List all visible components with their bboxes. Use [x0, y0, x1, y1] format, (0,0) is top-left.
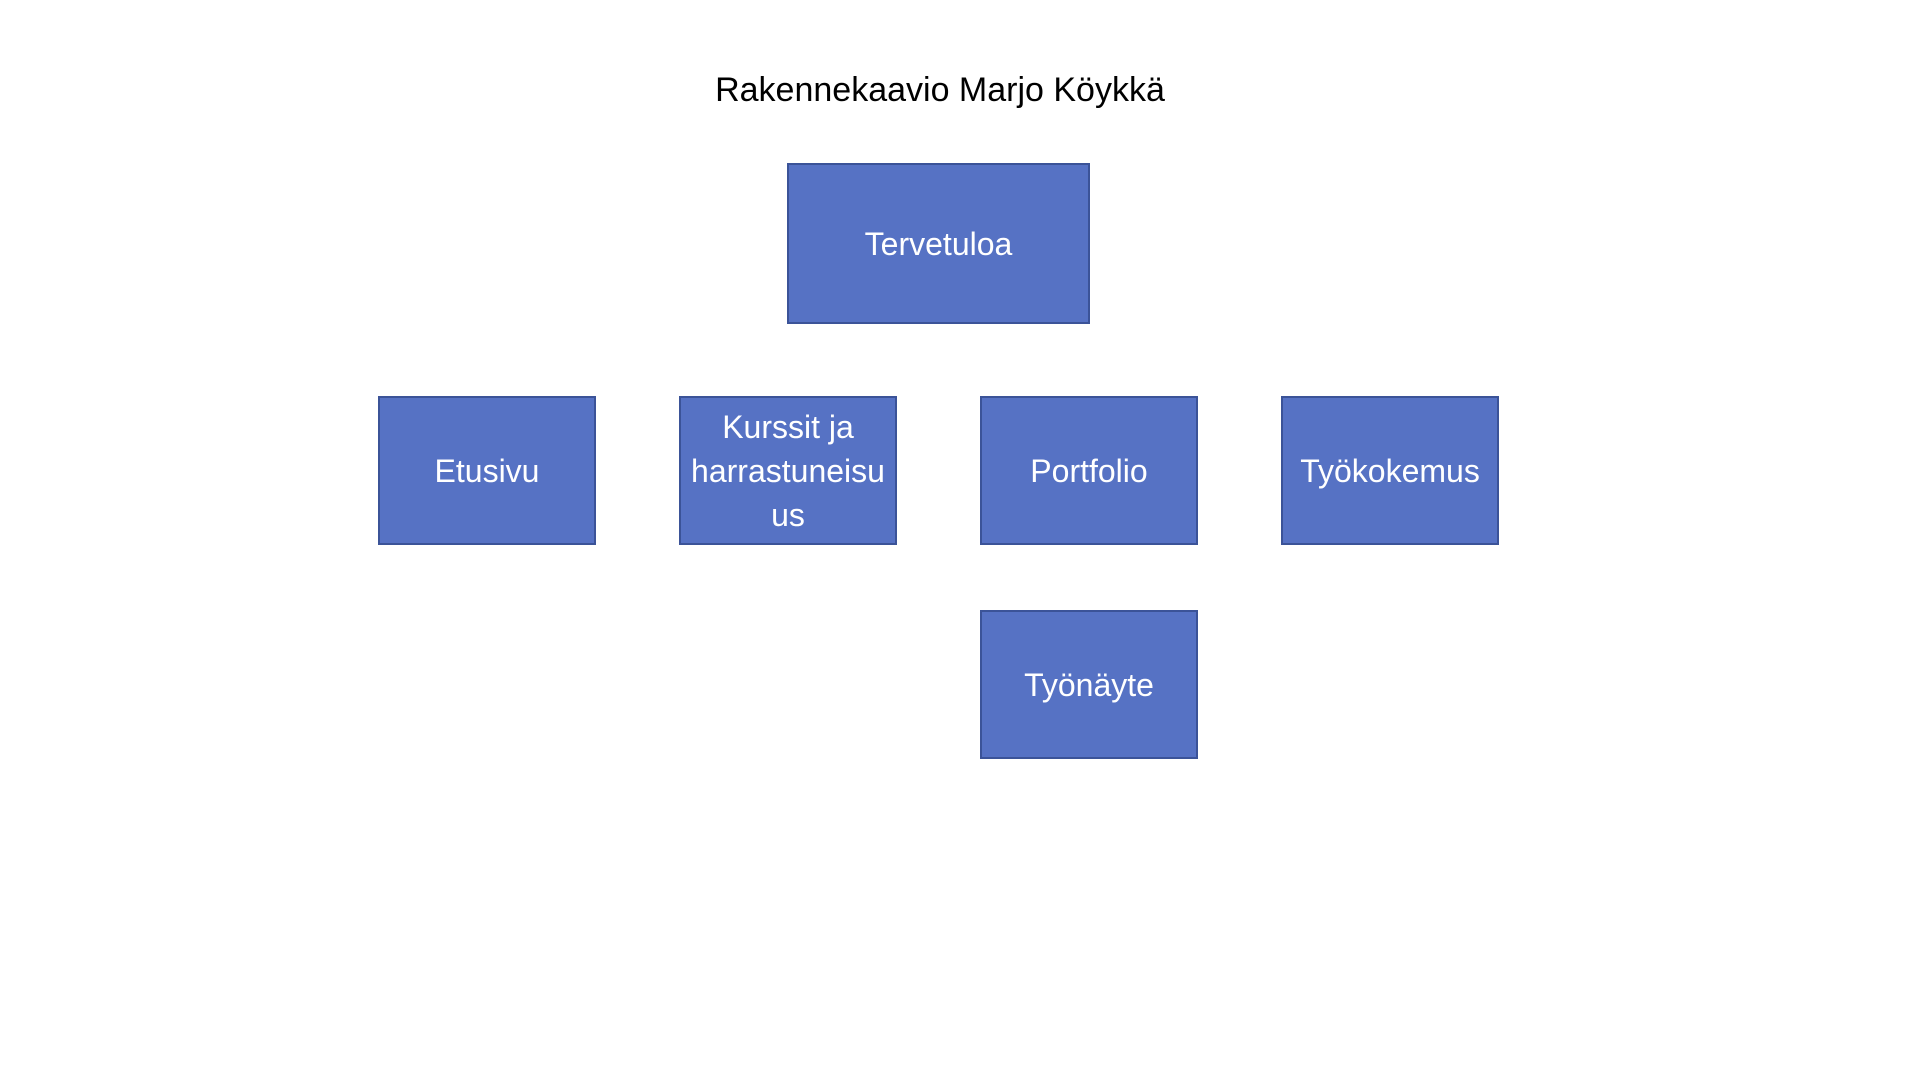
diagram-title: Rakennekaavio Marjo Köykkä [715, 71, 1165, 109]
node-tyonayte: Työnäyte [980, 610, 1198, 759]
node-label: Portfolio [1030, 452, 1148, 489]
node-label: Työnäyte [1024, 666, 1154, 703]
node-tervetuloa: Tervetuloa [787, 163, 1090, 324]
node-label: Työkokemus [1300, 452, 1480, 489]
node-label: Kurssit ja harrastuneisuus [691, 408, 885, 533]
node-tyokokemus: Työkokemus [1281, 396, 1499, 545]
node-kurssit-ja-harrastuneisuus: Kurssit ja harrastuneisuus [679, 396, 897, 545]
node-etusivu: Etusivu [378, 396, 596, 545]
node-label: Etusivu [434, 452, 540, 489]
node-label: Tervetuloa [864, 225, 1013, 262]
node-portfolio: Portfolio [980, 396, 1198, 545]
